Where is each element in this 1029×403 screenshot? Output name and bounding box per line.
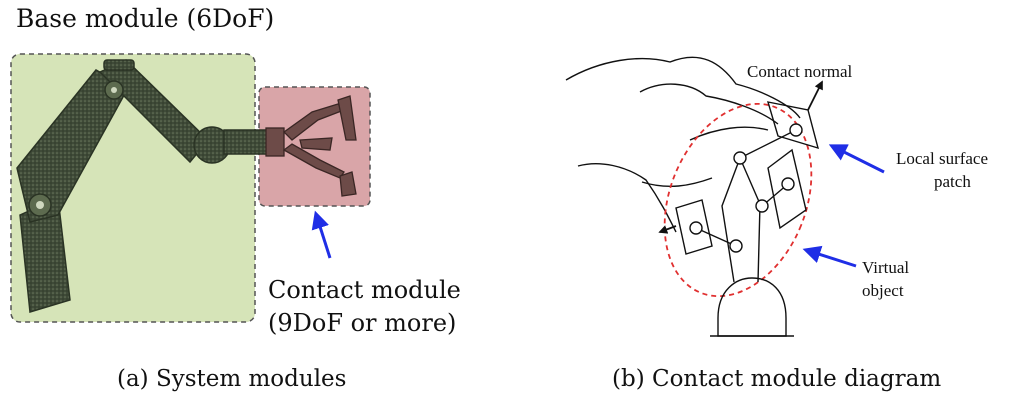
base-module-label: Base module (6DoF) (16, 4, 275, 33)
contact-patch (767, 148, 807, 230)
virtual-label: Virtual (862, 258, 910, 277)
hand-outline (565, 56, 801, 119)
contact-normal-arrow (807, 80, 823, 111)
virtual-object-ellipse (663, 102, 813, 298)
object-label: object (862, 281, 904, 300)
contact-normal-label: Contact normal (747, 62, 853, 81)
gripper-drawing (265, 95, 357, 197)
panel-a-system-modules (10, 53, 371, 323)
robot-arm-drawing (16, 59, 269, 313)
base-dome (717, 277, 787, 337)
virtual-object-arrow (802, 245, 857, 268)
contact-module-arrow (311, 210, 332, 259)
contact-patch (767, 101, 819, 150)
patch-label: patch (934, 172, 971, 191)
caption-a: (a) System modules (117, 366, 347, 392)
local-patch-arrow (828, 144, 885, 174)
caption-b: (b) Contact module diagram (612, 366, 942, 392)
contact-patch (675, 199, 713, 255)
panel-b-contact-diagram (565, 56, 823, 337)
contact-module-label: Contact module (268, 276, 461, 304)
contact-module-dof-label: (9DoF or more) (268, 309, 457, 337)
local-surface-label: Local surface (896, 149, 989, 168)
